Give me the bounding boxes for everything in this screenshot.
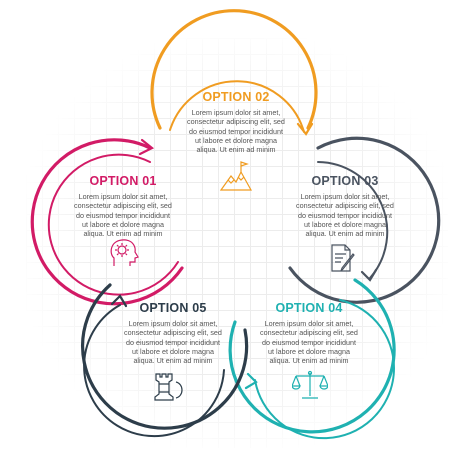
ring-option-01 <box>30 138 184 306</box>
option-05-line: consectetur adipiscing elit, sed <box>124 328 222 338</box>
option-01-block: OPTION 01 Lorem ipsum dolor sit amet, co… <box>64 174 182 238</box>
option-04-text: Lorem ipsum dolor sit amet, consectetur … <box>250 319 368 365</box>
option-04-block: OPTION 04 Lorem ipsum dolor sit amet, co… <box>250 301 368 365</box>
option-05-line: aliqua. Ut enim ad minim <box>133 356 213 366</box>
option-03-line: consectetur adipiscing elit, sed <box>296 201 394 211</box>
option-03-block: OPTION 03 Lorem ipsum dolor sit amet, co… <box>286 174 404 238</box>
option-01-line: consectetur adipiscing elit, sed <box>74 201 172 211</box>
option-02-line: ut labore et dolore magna <box>195 135 277 145</box>
option-04-line: consectetur adipiscing elit, sed <box>260 328 358 338</box>
ring-option-03 <box>288 136 441 304</box>
option-04-line: Lorem ipsum dolor sit amet, <box>264 319 354 328</box>
option-02-line: consectetur adipiscing elit, sed <box>187 117 285 127</box>
balance-scale-icon <box>292 370 328 399</box>
option-03-text: Lorem ipsum dolor sit amet, consectetur … <box>286 192 404 238</box>
option-01-line: do eiusmod tempor incididunt <box>76 210 170 220</box>
option-01-line: Lorem ipsum dolor sit amet, <box>78 192 168 201</box>
option-05-line: do eiusmod tempor incididunt <box>126 337 220 347</box>
ring-option-05 <box>81 283 249 438</box>
option-02-block: OPTION 02 Lorem ipsum dolor sit amet, co… <box>177 90 295 154</box>
option-03-line: aliqua. Ut enim ad minim <box>305 229 385 239</box>
option-01-title: OPTION 01 <box>89 174 157 188</box>
option-03-line: ut labore et dolore magna <box>304 219 386 229</box>
option-05-block: OPTION 05 Lorem ipsum dolor sit amet, co… <box>114 301 232 365</box>
option-01-text: Lorem ipsum dolor sit amet, consectetur … <box>64 192 182 238</box>
option-04-line: do eiusmod tempor incididunt <box>262 337 356 347</box>
option-01-line: aliqua. Ut enim ad minim <box>83 229 163 239</box>
option-02-line: do eiusmod tempor incididunt <box>189 126 283 136</box>
option-04-title: OPTION 04 <box>275 301 343 315</box>
option-05-text: Lorem ipsum dolor sit amet, consectetur … <box>114 319 232 365</box>
head-gear-icon <box>110 239 139 266</box>
option-03-line: Lorem ipsum dolor sit amet, <box>300 192 390 201</box>
chess-rook-icon <box>154 373 183 401</box>
option-03-line: do eiusmod tempor incididunt <box>298 210 392 220</box>
option-04-line: aliqua. Ut enim ad minim <box>269 356 349 366</box>
option-02-line: aliqua. Ut enim ad minim <box>196 145 276 155</box>
option-05-title: OPTION 05 <box>139 301 207 315</box>
option-02-text: Lorem ipsum dolor sit amet, consectetur … <box>177 108 295 154</box>
ring-option-02 <box>150 9 318 136</box>
option-03-title: OPTION 03 <box>311 174 379 188</box>
ring-option-04 <box>228 278 396 440</box>
document-pen-icon <box>331 244 355 272</box>
option-05-line: ut labore et dolore magna <box>132 346 214 356</box>
option-02-line: Lorem ipsum dolor sit amet, <box>191 108 281 117</box>
mountain-flag-icon <box>219 161 253 191</box>
option-02-title: OPTION 02 <box>202 90 270 104</box>
option-04-line: ut labore et dolore magna <box>268 346 350 356</box>
option-05-line: Lorem ipsum dolor sit amet, <box>128 319 218 328</box>
option-01-line: ut labore et dolore magna <box>82 219 164 229</box>
